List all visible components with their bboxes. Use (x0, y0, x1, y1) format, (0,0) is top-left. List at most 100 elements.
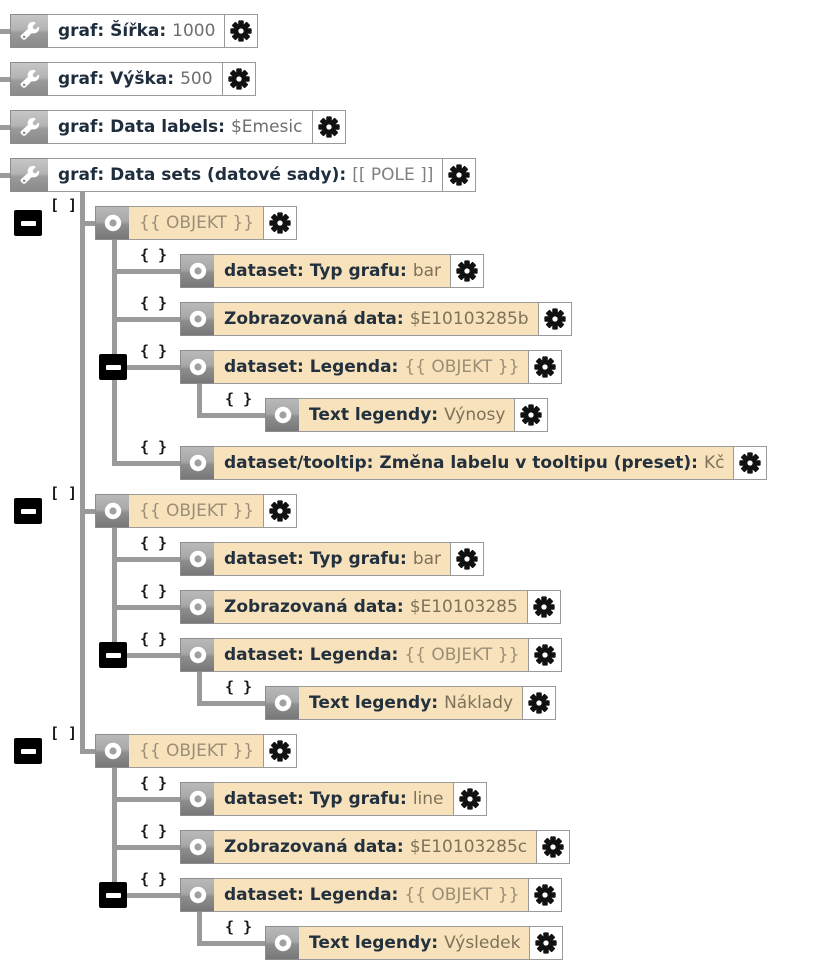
group-child-connector-2-1 (112, 845, 180, 850)
group-stem-line-0 (112, 240, 117, 463)
gear-icon[interactable] (442, 158, 477, 192)
collapse-toggle-legenda-2[interactable] (99, 642, 127, 668)
collapse-toggle-legenda-3[interactable] (99, 882, 127, 908)
collapse-toggle-dataset-1[interactable] (14, 210, 42, 236)
tree-node-ds2-legenda[interactable]: dataset: Legenda:{{ OBJEKT }} (180, 638, 563, 672)
gear-icon[interactable] (263, 494, 298, 528)
tree-node-value: 500 (180, 68, 213, 89)
tree-node-ds2-zobrazovana-data[interactable]: Zobrazovaná data:$E10103285 (180, 590, 561, 624)
tree-node-ds1-text-legendy[interactable]: Text legendy:Výnosy (265, 398, 549, 432)
tree-node-value: line (412, 788, 444, 809)
tree-node-ds1-legenda[interactable]: dataset: Legenda:{{ OBJEKT }} (180, 350, 563, 384)
tree-node-ds3-typ-grafu[interactable]: dataset: Typ grafu:line (180, 782, 487, 816)
collapse-minus-icon (105, 652, 121, 658)
bracket-marker-array: [ ] (50, 724, 78, 742)
bracket-marker-object: { } (140, 822, 168, 840)
gear-icon[interactable] (528, 350, 563, 384)
gear-icon[interactable] (224, 14, 259, 48)
gear-icon[interactable] (522, 686, 557, 720)
tree-node-graf-data-labels[interactable]: graf: Data labels:$Emesic (10, 110, 346, 144)
tree-node-ds1-zobrazovana-data[interactable]: Zobrazovaná data:$E10103285b (180, 302, 572, 336)
node-dot-icon (265, 686, 299, 720)
legend-stem-line-0 (197, 384, 202, 413)
tree-node-label: Zobrazovaná data:$E10103285c (214, 830, 537, 864)
gear-icon[interactable] (528, 878, 563, 912)
gear-icon[interactable] (450, 254, 485, 288)
gear-icon[interactable] (526, 590, 561, 624)
group-stem-line-1 (112, 528, 117, 655)
tree-node-graf-data-sets[interactable]: graf: Data sets (datové sady):[[ POLE ]] (10, 158, 477, 192)
tree-node-label: Zobrazovaná data:$E10103285 (214, 590, 527, 624)
tree-node-label: Text legendy:Náklady (299, 686, 523, 720)
gear-icon[interactable] (528, 638, 563, 672)
collapse-toggle-dataset-2[interactable] (14, 498, 42, 524)
tree-node-key: Zobrazovaná data: (224, 836, 404, 857)
node-dot-icon (180, 254, 214, 288)
tree-node-ds3-text-legendy[interactable]: Text legendy:Výsledek (265, 926, 564, 960)
node-dot-icon (265, 926, 299, 960)
tree-node-ds2-text-legendy[interactable]: Text legendy:Náklady (265, 686, 557, 720)
wrench-icon (10, 14, 48, 48)
gear-icon[interactable] (529, 926, 564, 960)
node-dot-icon (95, 494, 129, 528)
tree-node-label: graf: Data labels:$Emesic (48, 110, 312, 144)
tree-node-key: Text legendy: (309, 404, 439, 425)
gear-icon[interactable] (537, 302, 572, 336)
bracket-marker-object: { } (140, 246, 168, 264)
tree-node-ds3-objekt[interactable]: {{ OBJEKT }} (95, 734, 298, 768)
tree-node-label: {{ OBJEKT }} (129, 206, 264, 240)
tree-array-connector-2 (80, 749, 98, 754)
tree-stub-line-0 (0, 29, 12, 34)
bracket-marker-object: { } (225, 918, 253, 936)
bracket-marker-object: { } (140, 294, 168, 312)
bracket-marker-object: { } (140, 342, 168, 360)
tree-node-value: bar (412, 548, 442, 569)
tree-node-label: graf: Výška:500 (48, 62, 222, 96)
collapse-minus-icon (20, 508, 36, 514)
tree-node-graf-vyska[interactable]: graf: Výška:500 (10, 62, 256, 96)
tree-node-ds1-objekt[interactable]: {{ OBJEKT }} (95, 206, 298, 240)
gear-icon[interactable] (263, 734, 298, 768)
gear-icon[interactable] (311, 110, 346, 144)
tree-node-ds1-tooltip[interactable]: dataset/tooltip: Změna labelu v tooltipu… (180, 446, 768, 480)
gear-icon[interactable] (221, 62, 256, 96)
tree-node-label: dataset: Typ grafu:bar (214, 254, 451, 288)
gear-icon[interactable] (450, 542, 485, 576)
group-child-connector-1-2 (112, 653, 180, 658)
tree-node-ds2-typ-grafu[interactable]: dataset: Typ grafu:bar (180, 542, 485, 576)
gear-icon[interactable] (536, 830, 571, 864)
tree-stub-line-1 (0, 77, 12, 82)
wrench-icon (10, 62, 48, 96)
gear-icon[interactable] (514, 398, 549, 432)
tree-node-graf-sirka[interactable]: graf: Šířka:1000 (10, 14, 259, 48)
collapse-toggle-dataset-3[interactable] (14, 738, 42, 764)
gear-icon[interactable] (452, 782, 487, 816)
tree-node-value: Náklady (444, 692, 514, 713)
tree-node-value: 1000 (172, 20, 216, 41)
tree-node-value: bar (412, 260, 442, 281)
node-dot-icon (180, 782, 214, 816)
tree-node-label: Zobrazovaná data:$E10103285b (214, 302, 538, 336)
group-child-connector-2-0 (112, 797, 180, 802)
tree-node-label: dataset/tooltip: Změna labelu v tooltipu… (214, 446, 734, 480)
tree-node-value: $E10103285b (409, 308, 529, 329)
tree-node-ds3-legenda[interactable]: dataset: Legenda:{{ OBJEKT }} (180, 878, 563, 912)
tree-node-value: $Emesic (230, 116, 303, 137)
tree-node-ds2-objekt[interactable]: {{ OBJEKT }} (95, 494, 298, 528)
tree-stub-line-2 (0, 125, 12, 130)
tree-node-key: dataset: Legenda: (224, 884, 399, 905)
gear-icon[interactable] (263, 206, 298, 240)
tree-node-key: dataset: Legenda: (224, 356, 399, 377)
legend-stem-line-2 (197, 912, 202, 941)
group-child-connector-0-1 (112, 317, 180, 322)
tree-node-key: dataset: Typ grafu: (224, 260, 407, 281)
node-dot-icon (95, 734, 129, 768)
tree-array-connector-0 (80, 221, 98, 226)
tree-node-value: {{ OBJEKT }} (404, 644, 520, 665)
tree-node-label: dataset: Legenda:{{ OBJEKT }} (214, 638, 529, 672)
tree-node-ds1-typ-grafu[interactable]: dataset: Typ grafu:bar (180, 254, 485, 288)
collapse-toggle-legenda-1[interactable] (99, 354, 127, 380)
tree-node-ds3-zobrazovana-data[interactable]: Zobrazovaná data:$E10103285c (180, 830, 571, 864)
gear-icon[interactable] (733, 446, 768, 480)
tree-node-key: Zobrazovaná data: (224, 308, 404, 329)
